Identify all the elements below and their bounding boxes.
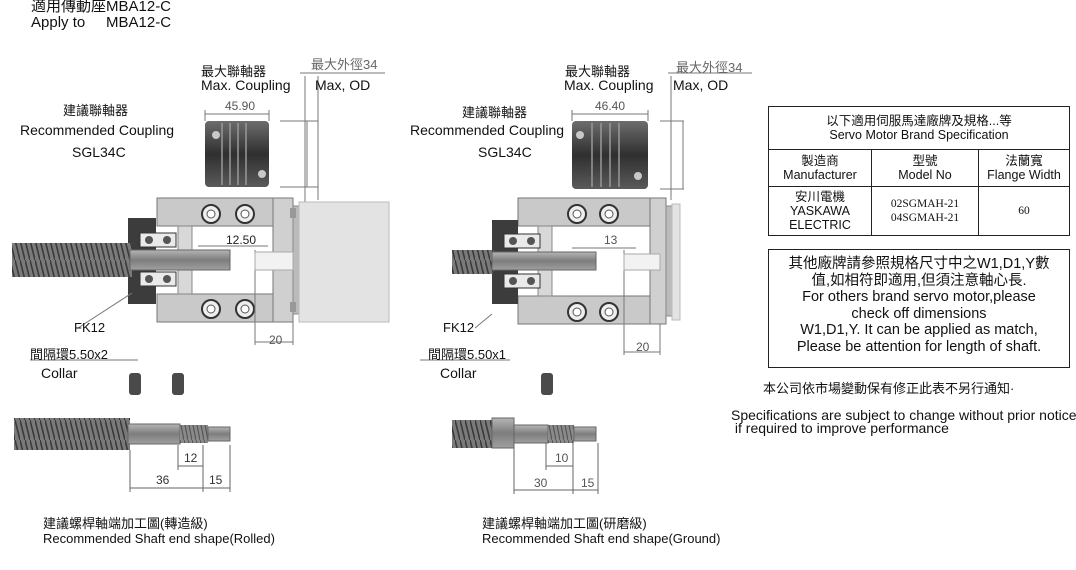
maker-zh: 安川電機: [794, 190, 845, 204]
right-max-coupling-zh: 最大聯軸器: [565, 64, 631, 79]
maker-en1: YASKAWA: [790, 204, 850, 218]
right-rec-coupling-en: Recommended Coupling: [410, 122, 565, 138]
left-dim-36: 36: [156, 473, 170, 487]
right-collar-en: Collar: [440, 365, 477, 381]
table-title-row: 以下適用伺服馬達廠牌及規格...等 Servo Motor Brand Spec…: [768, 106, 1070, 150]
notice-en-2: if required to improve performance: [731, 420, 949, 436]
maker-en2: ELECTRIC: [789, 218, 851, 232]
right-coupling-model: SGL34C: [478, 144, 532, 160]
left-rec-coupling-en: Recommended Coupling: [20, 122, 175, 138]
note-zh-1: 其他廠牌請參照規格尺寸中之W1,D1,Y數: [788, 256, 1050, 272]
left-dim-15: 15: [209, 473, 223, 487]
col-model-en: Model No: [898, 168, 952, 182]
left-coupling-body: [205, 121, 269, 187]
left-dim-12: 12: [184, 451, 198, 465]
left-max-od-en: Max, OD: [315, 77, 371, 93]
left-dim-width: 45.90: [225, 99, 256, 113]
col-manufacturer-en: Manufacturer: [783, 168, 857, 182]
apply-label-zh: 適用傳動座MBA12-C: [31, 0, 172, 15]
right-max-od-en: Max, OD: [673, 77, 729, 93]
right-max-coupling-en: Max. Coupling: [564, 77, 654, 93]
left-dim-inner: 12.50: [226, 233, 257, 247]
left-max-coupling-en: Max. Coupling: [201, 77, 291, 93]
table-title-en: Servo Motor Brand Specification: [829, 128, 1009, 142]
note-en-3: W1,D1,Y. It can be applied as match,: [800, 322, 1038, 338]
notice-zh: 本公司依市場變動保有修正此表不另行通知·: [763, 381, 1015, 396]
right-shaft-title-en: Recommended Shaft end shape(Ground): [482, 531, 721, 546]
notice-en-1: Specifications are subject to change wit…: [731, 407, 1076, 423]
left-shaft-title-zh: 建議螺桿軸端加工圖(轉造級): [43, 516, 208, 531]
left-dim-20: 20: [269, 333, 283, 347]
right-bearing-label: FK12: [443, 320, 475, 335]
left-collar-zh: 間隔環5.50x2: [30, 347, 109, 362]
right-dim-width: 46.40: [595, 99, 626, 113]
col-flange-zh: 法蘭寬: [1005, 154, 1043, 168]
right-collar-zh: 間隔環5.50x1: [428, 347, 507, 362]
left-rec-coupling-zh: 建議聯軸器: [63, 103, 129, 118]
right-dim-20: 20: [636, 340, 650, 354]
flange-width: 60: [978, 186, 1070, 236]
left-bearing-label: FK12: [74, 320, 106, 335]
note-box: 其他廠牌請參照規格尺寸中之W1,D1,Y數 值,如相符即適用,但須注意軸心長. …: [768, 249, 1070, 368]
left-max-od-zh: 最大外徑34: [311, 57, 378, 72]
note-en-2: check off dimensions: [851, 305, 987, 322]
right-shaft-title-zh: 建議螺桿軸端加工圖(研磨級): [482, 516, 647, 531]
right-dim-inner: 13: [604, 233, 618, 247]
right-dim-15: 15: [581, 476, 595, 490]
left-coupling-model: SGL34C: [72, 144, 126, 160]
table-title-zh: 以下適用伺服馬達廠牌及規格...等: [826, 114, 1012, 128]
left-max-coupling-zh: 最大聯軸器: [201, 64, 267, 79]
right-max-od-zh: 最大外徑34: [676, 60, 743, 75]
left-shaft-title-en: Recommended Shaft end shape(Rolled): [43, 531, 275, 546]
col-manufacturer-zh: 製造商: [801, 154, 839, 168]
note-zh-2: 值,如相符即適用,但須注意軸心長.: [811, 272, 1027, 289]
right-assembly: [420, 72, 752, 494]
model-1: 02SGMAH-21: [890, 198, 960, 210]
col-flange-en: Flange Width: [987, 168, 1061, 182]
left-assembly: [12, 72, 390, 492]
servo-spec-table: 以下適用伺服馬達廠牌及規格...等 Servo Motor Brand Spec…: [768, 106, 1070, 236]
right-rec-coupling-zh: 建議聯軸器: [462, 105, 528, 120]
col-model-zh: 型號: [912, 154, 938, 168]
right-dim-30: 30: [534, 476, 548, 490]
note-en-4: Please be attention for length of shaft.: [796, 338, 1042, 355]
apply-label-en: Apply to MBA12-C: [31, 14, 172, 31]
note-en-1: For others brand servo motor,please: [802, 289, 1036, 305]
left-collar-en: Collar: [41, 365, 78, 381]
model-2: 04SGMAH-21: [890, 212, 960, 224]
right-dim-10: 10: [555, 451, 569, 465]
